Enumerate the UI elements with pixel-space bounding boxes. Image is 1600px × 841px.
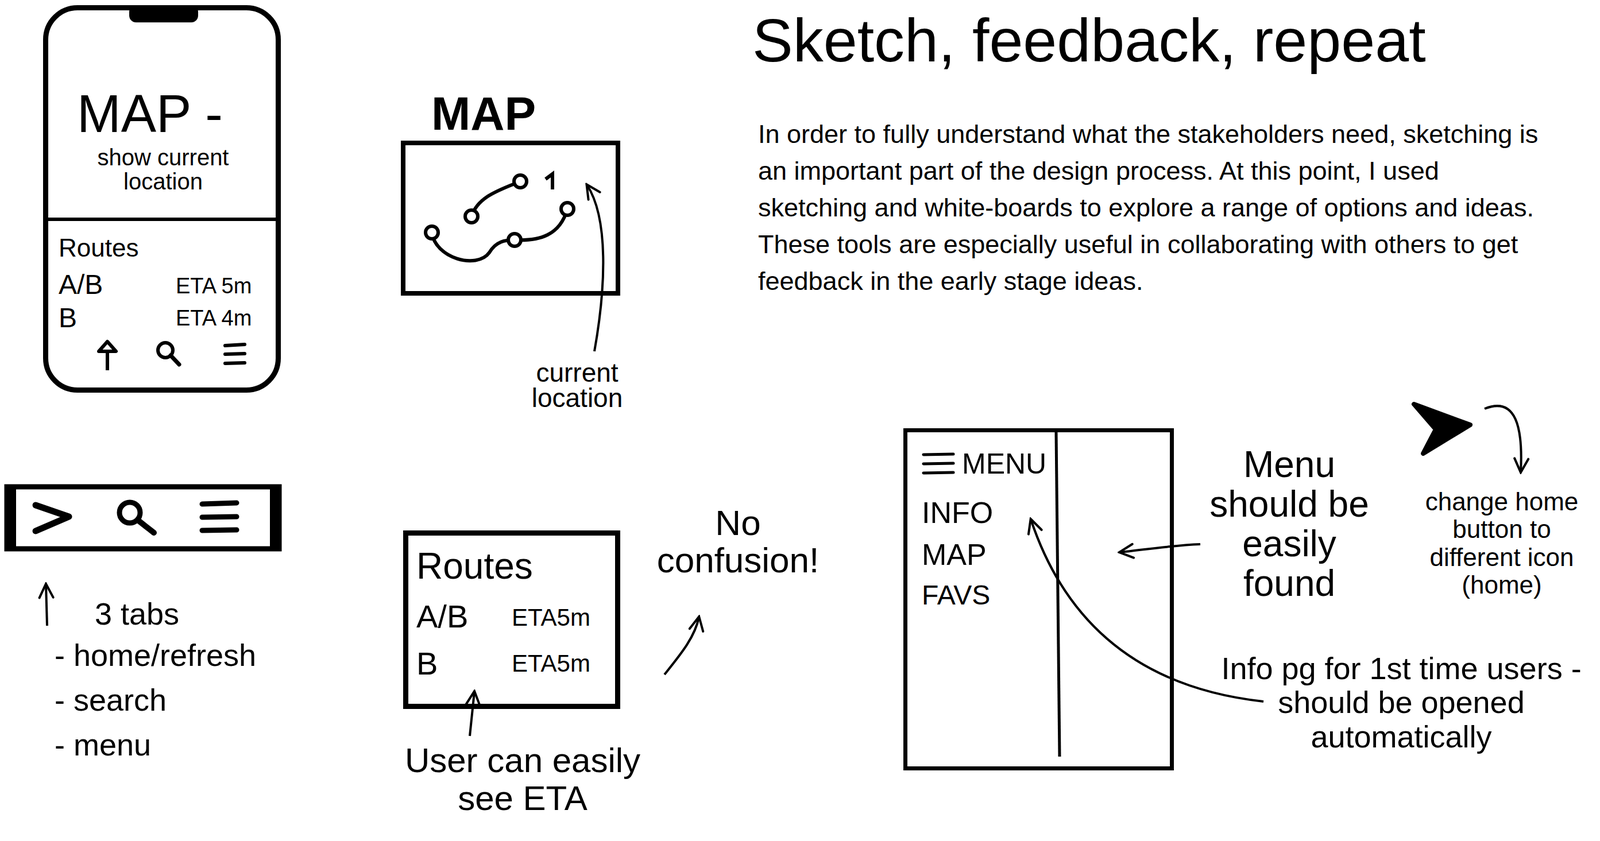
node-text: Routes <box>416 546 533 587</box>
annotation: - home/refresh <box>54 638 257 673</box>
annotation: - search <box>54 683 167 718</box>
leader-line <box>1484 406 1522 473</box>
annotation: No confusion! <box>634 504 842 579</box>
node-text: B <box>416 646 438 682</box>
map-route <box>425 174 574 261</box>
node-text: MAP - <box>76 84 223 144</box>
node-text: FAVS <box>921 580 991 612</box>
node-text: A/B <box>416 598 469 635</box>
chevron-icon <box>1413 404 1471 454</box>
node-text: ETA 4m <box>175 306 252 331</box>
node-text: ETA5m <box>511 604 591 632</box>
routes-box: RoutesA/BETA5mBETA5m <box>403 530 621 710</box>
node-text: ETA 5m <box>175 274 252 299</box>
page-title: Sketch, feedback, repeat <box>752 6 1426 75</box>
map-frame: MAP <box>400 140 621 296</box>
node-text: ETA5m <box>511 650 591 678</box>
annotation: 3 tabs <box>94 597 180 632</box>
annotation: Menu should be easily found <box>1194 445 1385 604</box>
leader-line <box>586 184 604 352</box>
node-text: MENU <box>961 448 1047 481</box>
description-paragraph: In order to fully understand what the st… <box>758 116 1540 300</box>
node-text: show current location <box>82 145 244 194</box>
leader-line <box>469 692 475 737</box>
leader-line <box>1119 544 1201 553</box>
node-text: MAP <box>921 538 987 572</box>
node-text: B <box>58 303 77 334</box>
node-text: A/B <box>58 269 103 301</box>
node-text: INFO <box>921 496 993 530</box>
phone-details <box>45 5 278 371</box>
routes-panel: RoutesA/B ETA 5m B ETA 4m <box>48 219 276 388</box>
node-text: Routes <box>58 234 139 262</box>
annotation: change home button to different icon (ho… <box>1407 488 1597 600</box>
annotation: - menu <box>54 728 152 763</box>
annotation: User can easily see ETA <box>379 741 667 818</box>
annotation: Info pg for 1st time users - should be o… <box>1217 651 1586 755</box>
tab-bar <box>6 487 280 550</box>
phone-frame: MAP -show current locationRoutesA/B ETA 5… <box>43 5 281 393</box>
leader-line <box>664 617 699 675</box>
node-text: MAP <box>431 87 536 140</box>
annotation: current location <box>505 360 649 411</box>
leader-line <box>45 584 48 626</box>
menu-screen: MENU INFO MAP FAVS <box>903 428 1174 771</box>
